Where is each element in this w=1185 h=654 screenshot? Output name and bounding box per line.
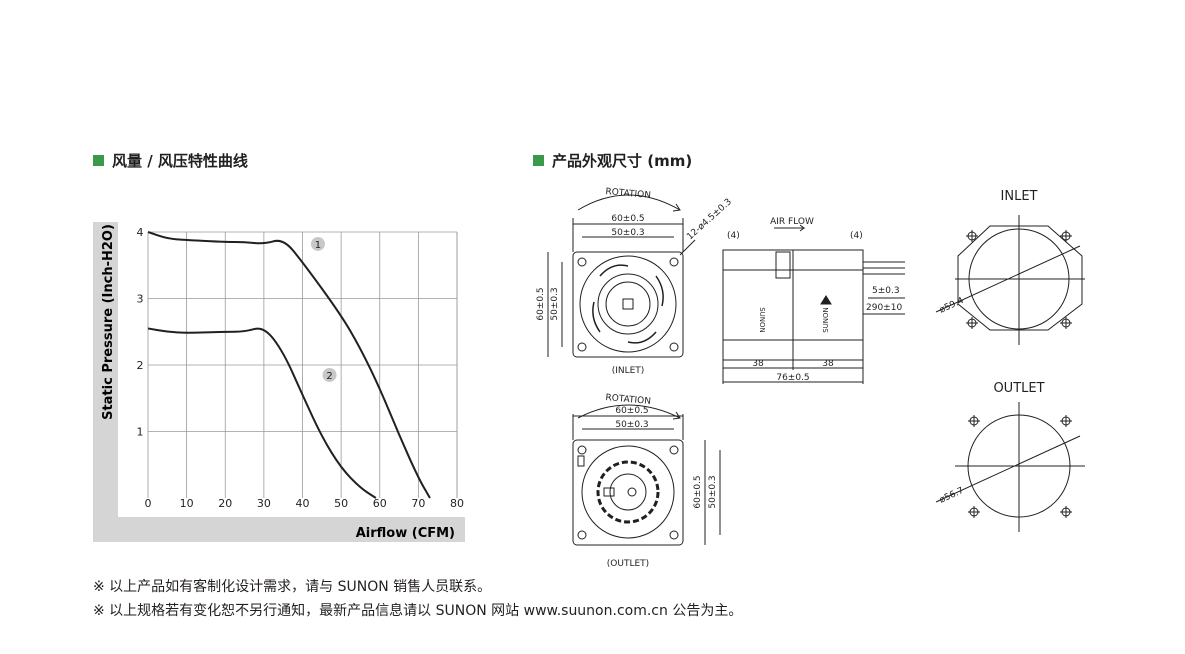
outlet-wire-exit [577,455,585,467]
x-tick-label: 50 [334,497,348,510]
green-square-bullet [533,155,544,166]
sunon-logo-icon [820,295,832,305]
series-label-2: 2 [326,371,332,382]
series-label-badge-2 [322,367,337,382]
side-paren-left: (4) [727,231,740,241]
inlet-octagon-outline [957,225,1083,331]
inlet-view-title: INLET [1001,189,1038,204]
rotation-label: ROTATION [605,187,651,201]
y-tick-label: 4 [137,226,144,239]
x-tick-label: 10 [180,497,194,510]
side-brand-left: SUNON [758,307,766,333]
outlet-view-title: OUTLET [993,381,1044,396]
curve-section-heading: 风量 / 风压特性曲线 [93,150,248,171]
fan-rotor-ring [596,460,660,524]
y-tick-label: 1 [137,426,144,439]
dim-60-right: 60±0.5 [693,475,703,508]
chart-series-group: 12 [147,231,431,499]
y-tick-label: 3 [137,293,144,306]
rotation-arrow-outlet-icon [672,411,681,420]
dimension-section-heading: 产品外观尺寸 (mm) [533,150,692,171]
rotation-label-outlet: ROTATION [605,393,651,407]
curve-section-title: 风量 / 风压特性曲线 [112,152,248,170]
outlet-caption: (OUTLET) [607,559,649,569]
rotation-arc-outlet [577,404,681,419]
dim-50-right: 50±0.3 [708,475,718,508]
footnote-spec-change: ※ 以上规格若有变化恕不另行通知，最新产品信息请以 SUNON 网站 www.s… [93,603,743,619]
mounting-holes-outlet [577,445,679,540]
inlet-outline-view: INLET ø59.4 [935,189,1085,345]
dim-60-top: 60±0.5 [611,214,644,224]
air-flow-label: AIR FLOW [770,217,814,227]
x-tick-label: 60 [373,497,387,510]
dimension-section-title: 产品外观尺寸 (mm) [552,152,693,170]
x-tick-label: 20 [218,497,232,510]
fan-front-view-inlet: ROTATION 60±0.5 50±0.3 12-ø4.5±0.3 60±0.… [536,187,734,376]
side-brand-right: SUNON [822,307,830,333]
mounting-holes [577,257,679,352]
fan-outlet-ring [581,445,675,539]
outlet-diameter-label: ø56.7 [938,486,965,506]
fan-front-view-outlet: ROTATION 60±0.5 50±0.3 60±0.5 50±0.3 (OU… [572,393,721,569]
dim-290: 290±10 [866,303,902,313]
x-tick-label: 30 [257,497,271,510]
dim-38-right: 38 [822,359,834,369]
inlet-caption: (INLET) [612,366,645,376]
fan-blades [592,264,664,344]
series-label-1: 1 [315,240,321,251]
x-tick-label: 0 [145,497,152,510]
rotation-arc [577,194,681,211]
side-paren-right: (4) [850,231,863,241]
dim-38-left: 38 [752,359,764,369]
footnote-customization: ※ 以上产品如有客制化设计需求，请与 SUNON 销售人员联系。 [93,579,492,595]
series-line-2 [147,327,377,499]
fan-hub-outlet [609,473,647,511]
series-label-badge-1 [310,236,325,251]
dim-50-top: 50±0.3 [611,228,644,238]
fan-side-view: AIR FLOW (4) (4) SUNON SUNON 5±0.3 290±1… [722,217,905,384]
x-tick-label: 80 [450,497,464,510]
x-tick-label: 70 [411,497,425,510]
y-tick-label: 2 [137,359,144,372]
chart-x-axis-label: Airflow (CFM) [356,526,455,541]
dim-60-top-outlet: 60±0.5 [615,406,648,416]
green-square-bullet [93,155,104,166]
outlet-hole-markers [968,415,1072,518]
dim-50-top-outlet: 50±0.3 [615,420,648,430]
fan-label-plate [622,298,634,310]
side-cable-clip [775,251,791,279]
x-tick-label: 40 [296,497,310,510]
inlet-hole-markers [966,230,1072,329]
inlet-diameter-label: ø59.4 [938,296,966,316]
fan-frame-outline [572,251,684,358]
chart-y-axis-label: Static Pressure (Inch-H2O) [101,224,116,420]
series-line-1 [147,231,431,499]
dim-50-left: 50±0.3 [550,287,560,320]
fan-frame-outlet [572,439,684,546]
fan-hub-inner [605,281,651,327]
chart-grid [147,231,458,498]
air-flow-arrow-icon [774,224,806,232]
side-bottom-band-left [722,339,794,361]
fan-outlet-plate [603,487,615,497]
dim-60-left: 60±0.5 [536,287,546,320]
outlet-outline-view: OUTLET ø56.7 [935,381,1085,532]
side-bottom-band-right [792,339,864,361]
fan-shaft [627,487,637,497]
dim-76: 76±0.5 [776,373,809,383]
dim-5: 5±0.3 [872,286,900,296]
rotation-arrow-icon [672,203,681,212]
fan-hub-outer [597,273,659,335]
fan-inlet-ring [579,255,677,353]
